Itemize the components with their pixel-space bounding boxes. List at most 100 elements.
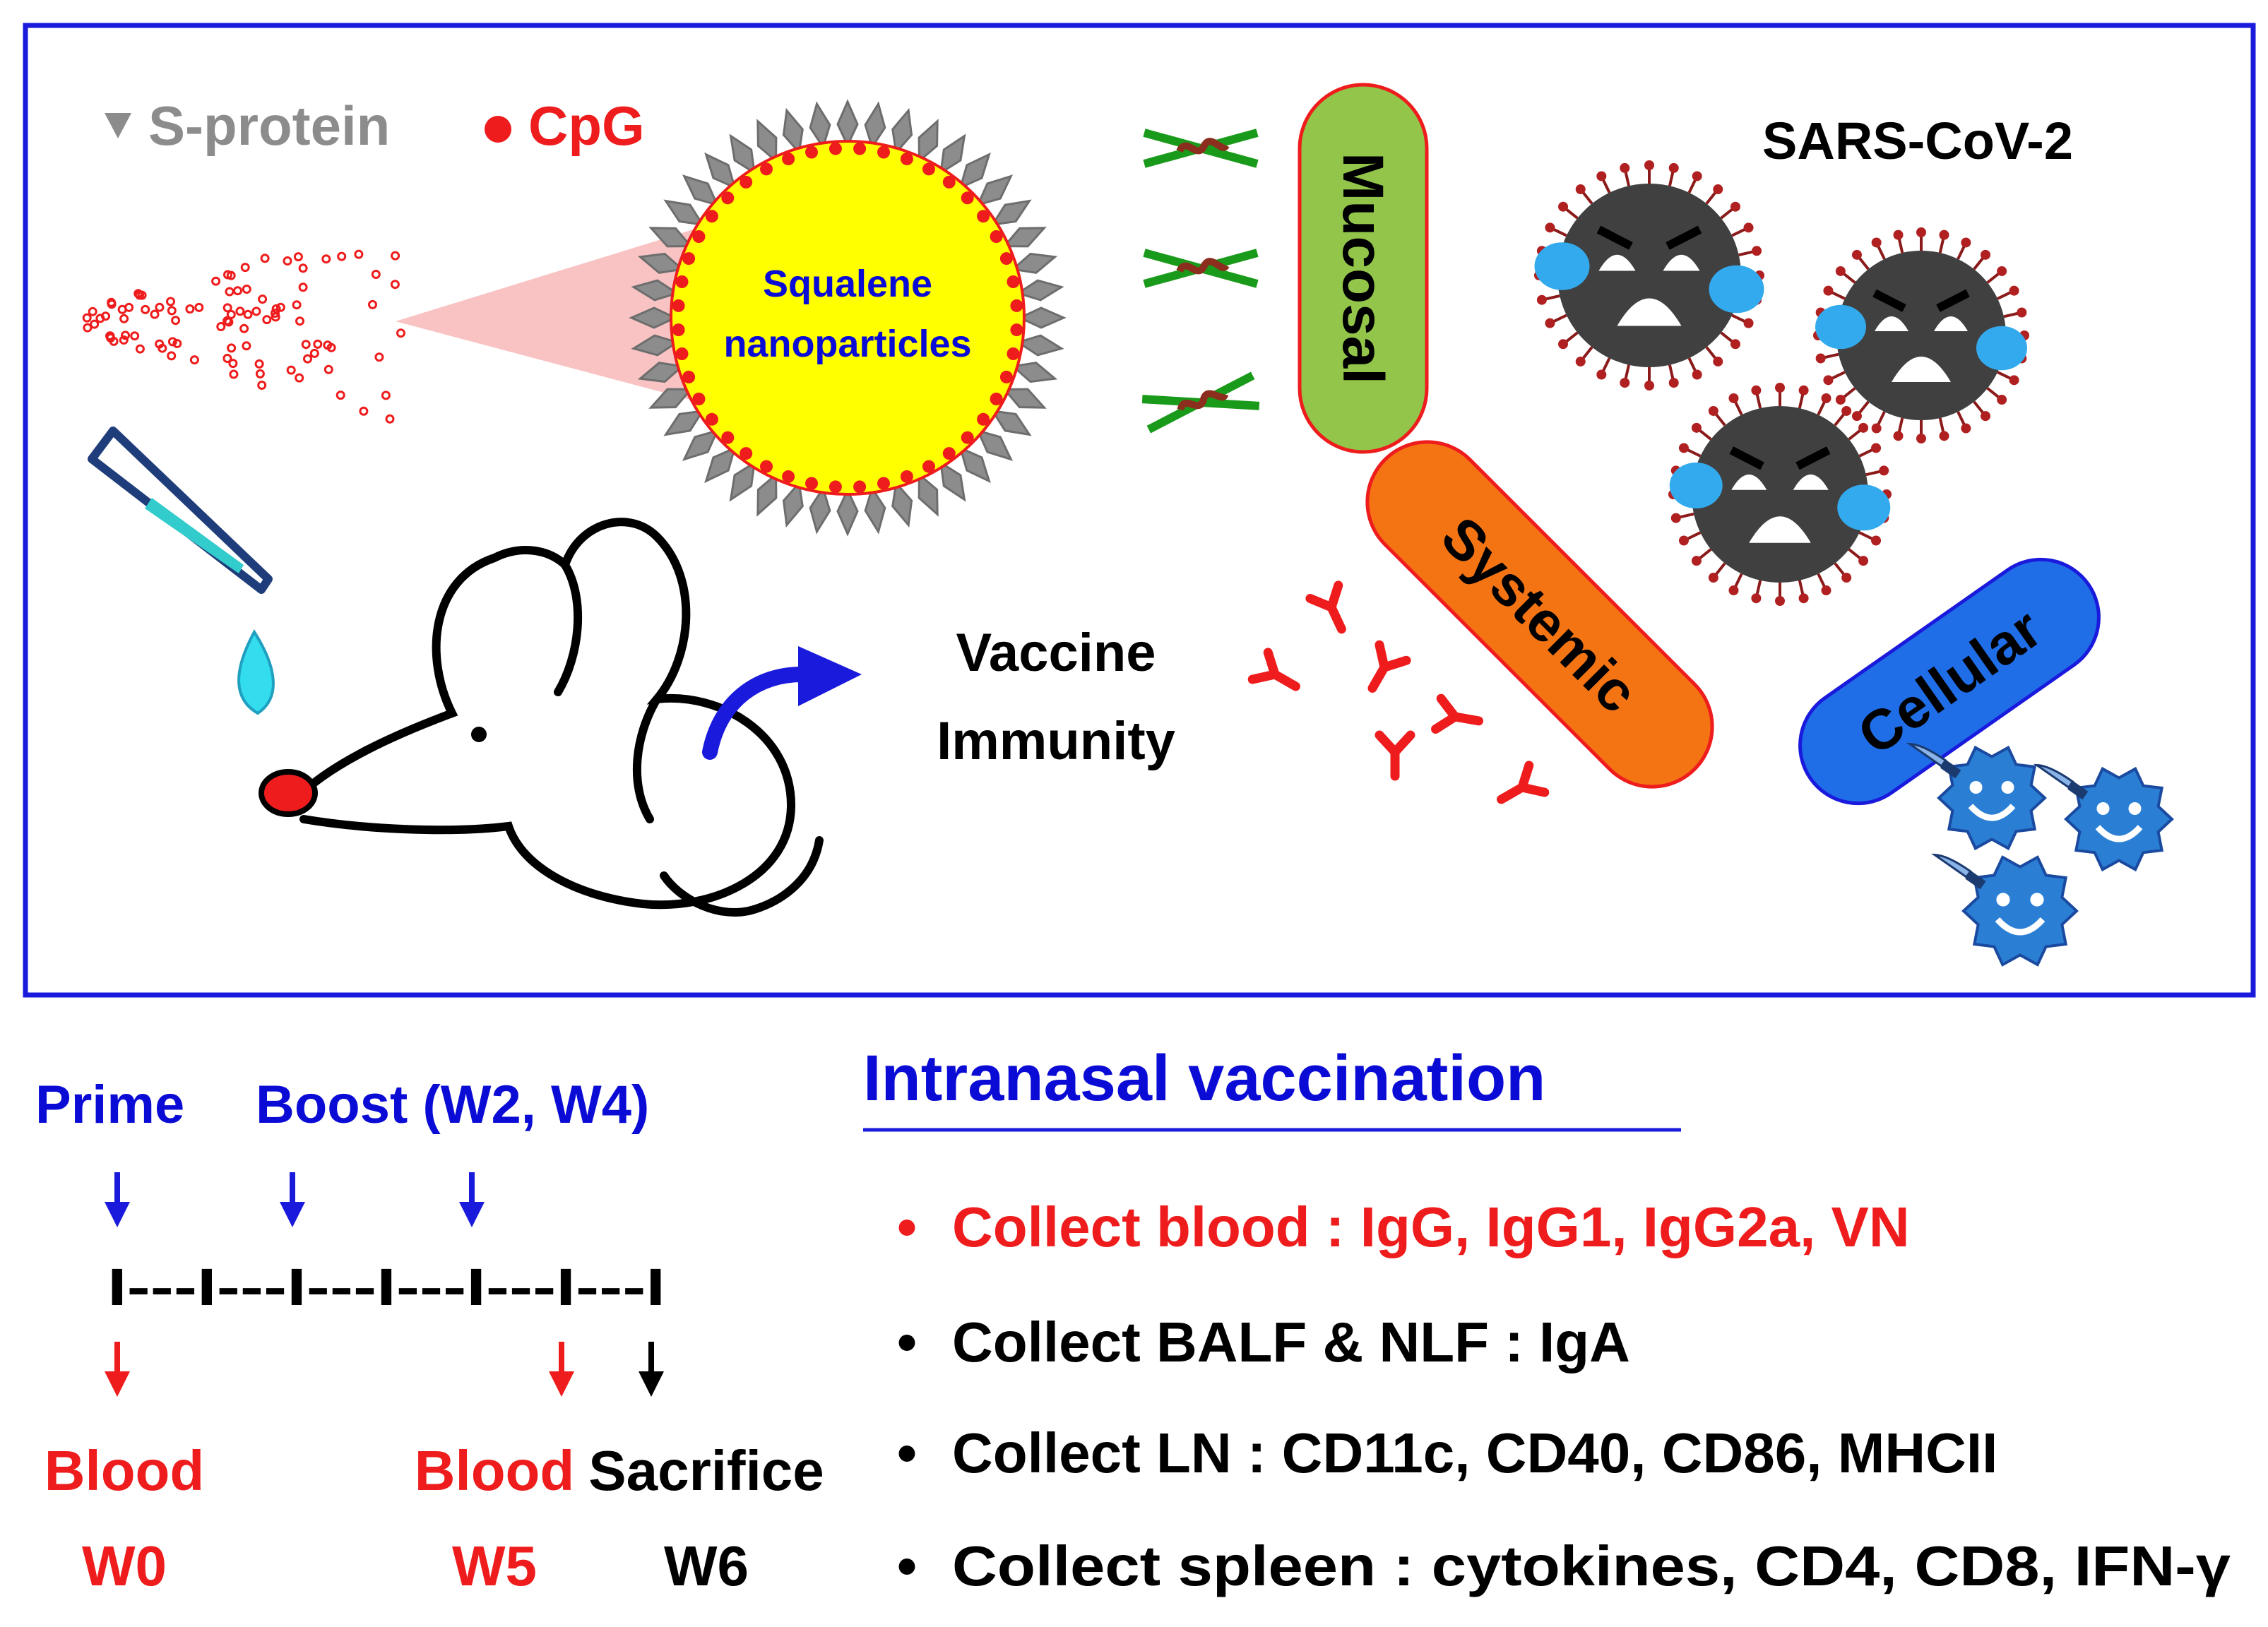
cpg-dot: [721, 191, 735, 205]
cpg-dot: [740, 175, 753, 189]
s-protein-spike: [836, 489, 859, 535]
cpg-dot: [1010, 323, 1023, 337]
cpg-dot: [672, 323, 685, 337]
blood-label-w5: Blood: [415, 1439, 575, 1502]
cpg-dot: [961, 431, 974, 444]
cpg-dot: [682, 370, 696, 383]
list-item: Collect BALF & NLF : IgA: [952, 1311, 1630, 1373]
cpg-dot: [922, 460, 935, 473]
squalene-nanoparticle: Squalene nanoparticles: [630, 100, 1065, 535]
vaccine-immunity-line1: Vaccine: [956, 623, 1156, 683]
cpg-dot: [1007, 347, 1020, 360]
cpg-dot: [829, 142, 842, 155]
cpg-dot: [853, 480, 867, 494]
blood-label-w0: Blood: [44, 1439, 205, 1502]
arrow-down-icon: [639, 1342, 664, 1397]
sample-arrows: [105, 1342, 664, 1397]
cpg-dot: [900, 470, 913, 483]
list-item: Collect LN : CD11c, CD40, CD86, MHCII: [952, 1422, 1997, 1484]
cpg-dot: [705, 412, 718, 426]
vaccine-immunity-line2: Immunity: [937, 711, 1175, 771]
list-item-bullet: •: [897, 1196, 917, 1258]
cpg-dot: [805, 145, 818, 159]
week-label-w5: W5: [452, 1534, 537, 1597]
cpg-legend-label: CpG: [528, 95, 645, 157]
knife-icon: [1906, 742, 1961, 779]
list-item-bullet: •: [897, 1534, 917, 1597]
cpg-dot: [877, 145, 890, 159]
cpg-dot: [721, 431, 735, 444]
iga-antibody-icon: [1144, 133, 1257, 164]
sars-cov-2-virus-icon: [1668, 383, 1892, 606]
iga-antibody-icon: [1142, 376, 1259, 429]
prime-label: Prime: [35, 1075, 184, 1135]
arrow-down-icon: [459, 1172, 485, 1227]
list-item: Collect blood : IgG, IgG1, IgG2a, VN: [952, 1196, 1910, 1258]
cpg-dot: [990, 230, 1003, 243]
t-cell-icon: [1931, 853, 2079, 967]
list-item-bullet: •: [897, 1311, 917, 1373]
cpg-dot: [877, 477, 890, 490]
cpg-dot: [692, 393, 706, 405]
cpg-dot: [1010, 299, 1023, 312]
mouse-icon: [259, 518, 824, 917]
cpg-dot: [999, 252, 1013, 266]
cpg-dot: [1007, 275, 1020, 288]
s-protein-legend-label: S-protein: [148, 95, 390, 157]
week-label-w0: W0: [82, 1534, 167, 1597]
cpg-dot: [942, 175, 956, 189]
cpg-dot: [675, 347, 689, 360]
cpg-dot: [692, 230, 706, 243]
s-protein-legend-marker: [105, 113, 131, 138]
protocol-title: Intranasal vaccination: [863, 1042, 1545, 1114]
cpg-dot: [942, 447, 956, 460]
t-cell-icon: [1906, 742, 2047, 851]
s-protein-spike: [1019, 306, 1065, 329]
cpg-dot: [760, 460, 773, 473]
cpg-dot: [990, 393, 1003, 405]
mouse-nose: [259, 769, 318, 817]
boost-label: Boost (W2, W4): [256, 1075, 649, 1135]
knife-icon: [1931, 853, 1986, 890]
iga-antibody-icon: [1144, 253, 1257, 284]
mucosal-badge: Mucosal: [1298, 83, 1429, 454]
cpg-dot: [829, 480, 842, 494]
week-label-w6: W6: [664, 1534, 749, 1597]
top-panel-frame: [23, 23, 2256, 998]
cpg-dot: [705, 210, 718, 223]
cpg-legend-marker: [485, 116, 511, 143]
systemic-badge: Systemic: [1365, 440, 1714, 789]
cpg-dot: [760, 162, 773, 176]
droplet-icon: [237, 629, 275, 715]
spray-cone: [396, 219, 728, 410]
knife-icon: [2033, 763, 2089, 800]
sacrifice-label: Sacrifice: [588, 1439, 824, 1502]
cpg-dot: [682, 252, 696, 266]
spray-droplets: [82, 249, 405, 424]
cpg-dot: [675, 275, 689, 288]
cpg-dot: [977, 412, 990, 426]
cpg-dot: [740, 447, 753, 460]
arrow-curved-icon: [702, 646, 862, 760]
sars-cov-2-virus-icon: [1813, 227, 2029, 443]
cpg-dot: [999, 370, 1013, 383]
cpg-dot: [672, 299, 685, 312]
virus-group: [1534, 160, 2029, 606]
cpg-dot: [961, 191, 974, 205]
nanoparticle-label-line1: Squalene: [763, 263, 932, 305]
arrow-down-icon: [549, 1342, 574, 1397]
dose-arrows: [105, 1172, 485, 1227]
arrow-down-icon: [105, 1342, 130, 1397]
cpg-dot: [853, 142, 867, 155]
mucosal-label: Mucosal: [1331, 153, 1395, 384]
protocol-list: • Collect blood : IgG, IgG1, IgG2a, VN •…: [897, 1196, 2231, 1597]
cpg-dot: [782, 470, 795, 483]
cpg-dot: [977, 210, 990, 223]
s-protein-spike: [836, 100, 859, 147]
cpg-dot: [922, 162, 935, 176]
timeline: I---I---I---I---I---I---I: [107, 1258, 665, 1316]
sars-cov-2-virus-icon: [1534, 160, 1764, 391]
legend: S-protein CpG: [105, 95, 645, 157]
arrow-down-icon: [105, 1172, 130, 1227]
